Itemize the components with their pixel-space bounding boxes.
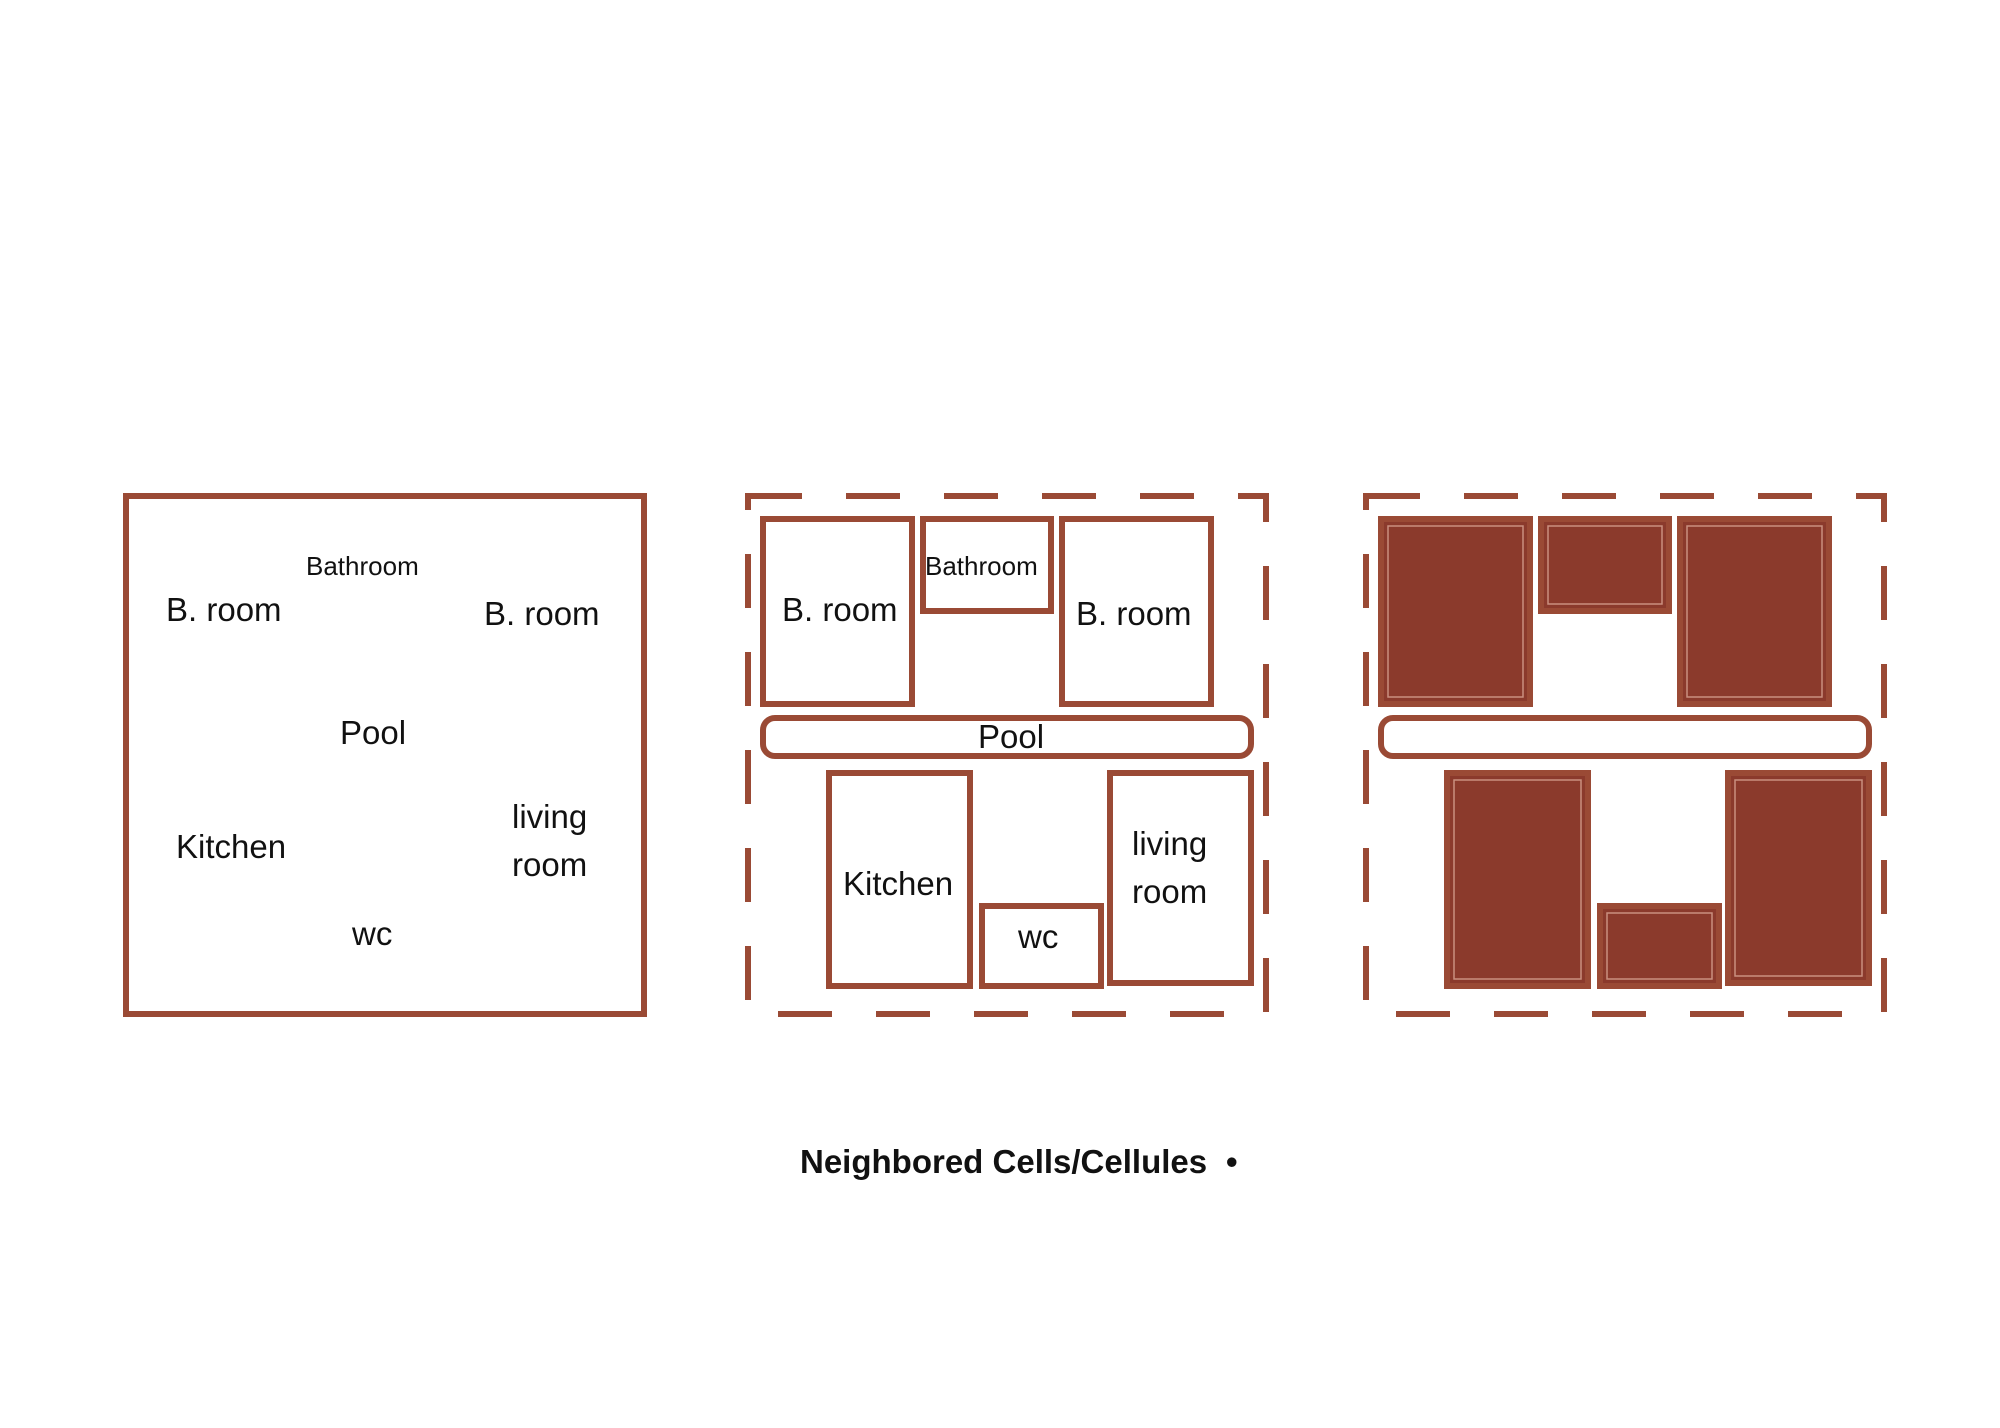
panel2-dashed-boundary <box>745 493 1269 1017</box>
panel1-label-bathroom: Bathroom <box>306 551 419 581</box>
panel2-label-pool: Pool <box>978 718 1044 755</box>
panel2-label-living-room: room <box>1132 873 1207 910</box>
panel3-cell-bedroom-right <box>1677 516 1832 707</box>
panel1-label-pool: Pool <box>340 714 406 751</box>
panel1-label-wc: wc <box>351 915 392 952</box>
panel2-label-bedroom-right: B. room <box>1076 595 1192 632</box>
caption-bullet: • <box>1226 1143 1238 1180</box>
panel1-label-kitchen: Kitchen <box>176 828 286 865</box>
panel-outlined-cells: B. room Bathroom B. room Pool Kitchen wc… <box>745 493 1269 1017</box>
panel3-cell-pool <box>1378 715 1872 759</box>
panel2-label-bedroom-left: B. room <box>782 591 898 628</box>
panel2-label-bathroom: Bathroom <box>925 551 1038 581</box>
panel3-cell-living-room <box>1725 770 1872 986</box>
panel1-label-living-room: room <box>512 846 587 883</box>
panel3-cell-wc <box>1597 903 1722 989</box>
panel2-cell-bedroom-left <box>760 516 915 707</box>
panel3-cell-bedroom-left <box>1378 516 1533 707</box>
panel3-cell-kitchen <box>1444 770 1591 989</box>
panel2-label-living: living <box>1132 825 1207 862</box>
panel2-cell-living-room <box>1107 770 1254 986</box>
panel2-cell-wc <box>979 903 1104 989</box>
panel2-label-wc: wc <box>1017 918 1058 955</box>
panel2-cell-kitchen <box>826 770 973 989</box>
panel2-cell-pool <box>760 715 1254 759</box>
panel2-cell-bedroom-right <box>1059 516 1214 707</box>
panel-open-plan: Bathroom B. room B. room Pool Kitchen li… <box>123 493 647 1017</box>
panel2-cell-bathroom <box>920 516 1054 614</box>
caption-title: Neighbored Cells/Cellules <box>800 1143 1207 1180</box>
panel3-dashed-boundary <box>1363 493 1887 1017</box>
panel1-label-bedroom-left: B. room <box>166 591 282 628</box>
caption: Neighbored Cells/Cellules • <box>800 1143 1238 1180</box>
panel1-outer-wall <box>123 493 647 1017</box>
panel1-label-bedroom-right: B. room <box>484 595 600 632</box>
panel2-label-kitchen: Kitchen <box>843 865 953 902</box>
panel-filled-cells <box>1363 493 1887 1017</box>
panel1-label-living: living <box>512 798 587 835</box>
panel3-cell-bathroom <box>1538 516 1672 614</box>
